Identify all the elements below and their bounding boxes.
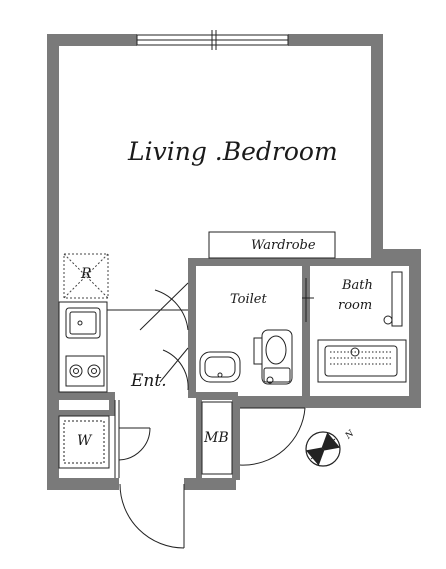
room-label: room	[338, 298, 373, 313]
bath-door	[302, 278, 314, 322]
kitchen-sink	[65, 307, 101, 339]
toilet-fixture	[253, 329, 293, 385]
meter-box	[201, 401, 233, 475]
bathtub	[317, 339, 407, 383]
kitchen-counter	[58, 301, 188, 393]
living-door	[139, 282, 189, 331]
walls	[47, 34, 421, 490]
refrigerator-label: R	[81, 266, 92, 282]
toilet-label: Toilet	[230, 292, 267, 307]
window	[136, 30, 289, 50]
wardrobe-label: Wardrobe	[251, 238, 316, 253]
toilet-door	[159, 347, 189, 391]
stove	[65, 355, 105, 387]
wardrobe-outline	[208, 231, 336, 259]
meter-box-label: MB	[204, 430, 229, 446]
living-bedroom-label: Living .Bedroom	[128, 137, 338, 166]
entrance-door	[119, 483, 185, 549]
refrigerator-space	[63, 253, 109, 299]
shower	[383, 271, 403, 327]
wash-basin	[199, 351, 241, 383]
washer-door	[118, 427, 151, 461]
washer-label: W	[77, 433, 92, 449]
compass-icon	[305, 431, 341, 467]
meter-box-door	[239, 407, 306, 466]
entrance-area	[114, 400, 120, 478]
entrance-label: Ent.	[131, 371, 167, 391]
bath-label: Bath	[342, 278, 373, 293]
washer-space	[58, 415, 110, 469]
